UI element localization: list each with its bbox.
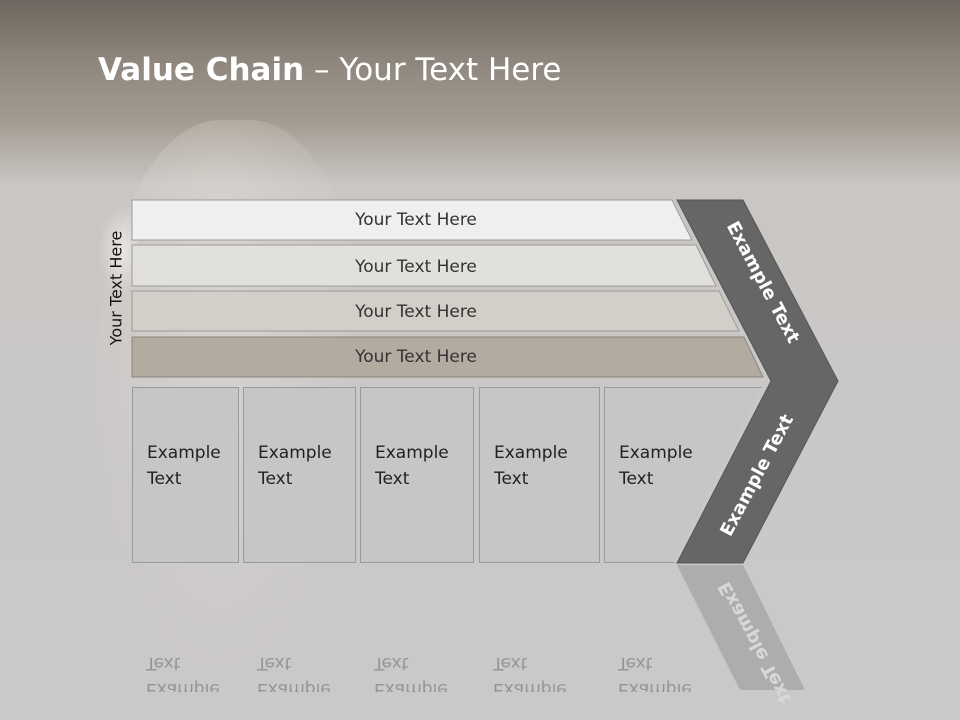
row-2-shape [131, 244, 717, 287]
slide-title: Value Chain – Your Text Here [98, 52, 561, 88]
row-3-shape [131, 290, 740, 332]
title-bold: Value Chain [98, 52, 305, 88]
chevron-arrow [676, 199, 839, 564]
row-1-shape [131, 199, 693, 241]
title-rest: – Your Text Here [304, 52, 562, 88]
row-1-label: Your Text Here [354, 210, 477, 230]
row-4-label: Your Text Here [354, 347, 477, 367]
row-4-shape [131, 336, 764, 378]
row-3-label: Your Text Here [354, 302, 477, 322]
background-photo-ear [98, 205, 138, 295]
row-2-label: Your Text Here [354, 257, 477, 277]
